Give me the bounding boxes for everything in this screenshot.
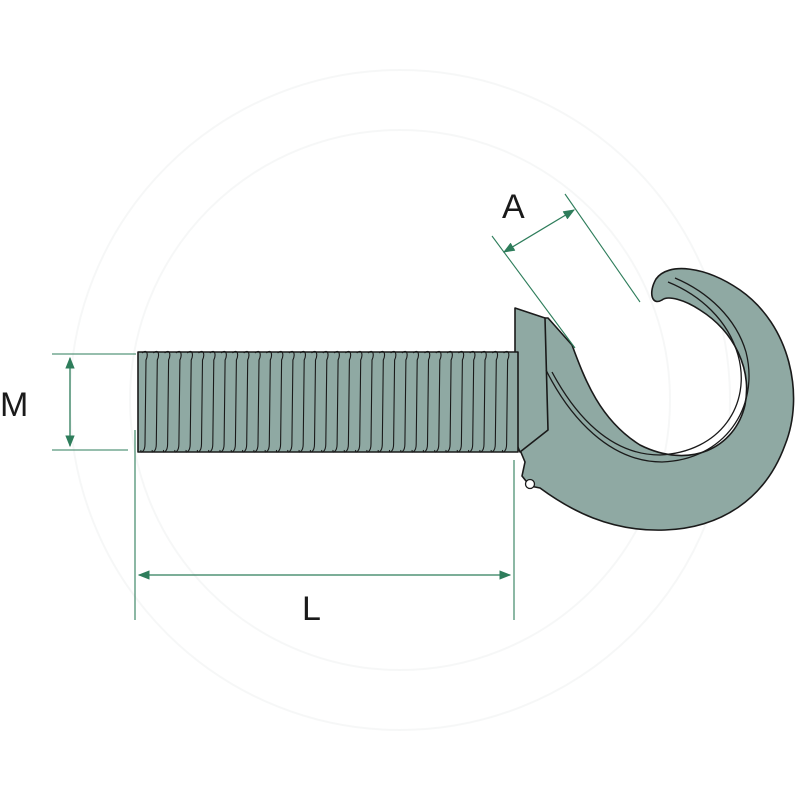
dimension-m: M	[0, 353, 136, 451]
thread-grooves	[138, 350, 518, 453]
collar-hole	[524, 478, 536, 490]
dimension-a: A	[491, 188, 641, 349]
hook-body	[519, 267, 795, 531]
dimension-l: L	[134, 430, 515, 628]
hook-inner-groove	[545, 277, 750, 463]
label-m: M	[0, 386, 28, 424]
hook-collar	[514, 307, 549, 453]
label-l: L	[302, 590, 321, 628]
label-a: A	[502, 188, 525, 226]
